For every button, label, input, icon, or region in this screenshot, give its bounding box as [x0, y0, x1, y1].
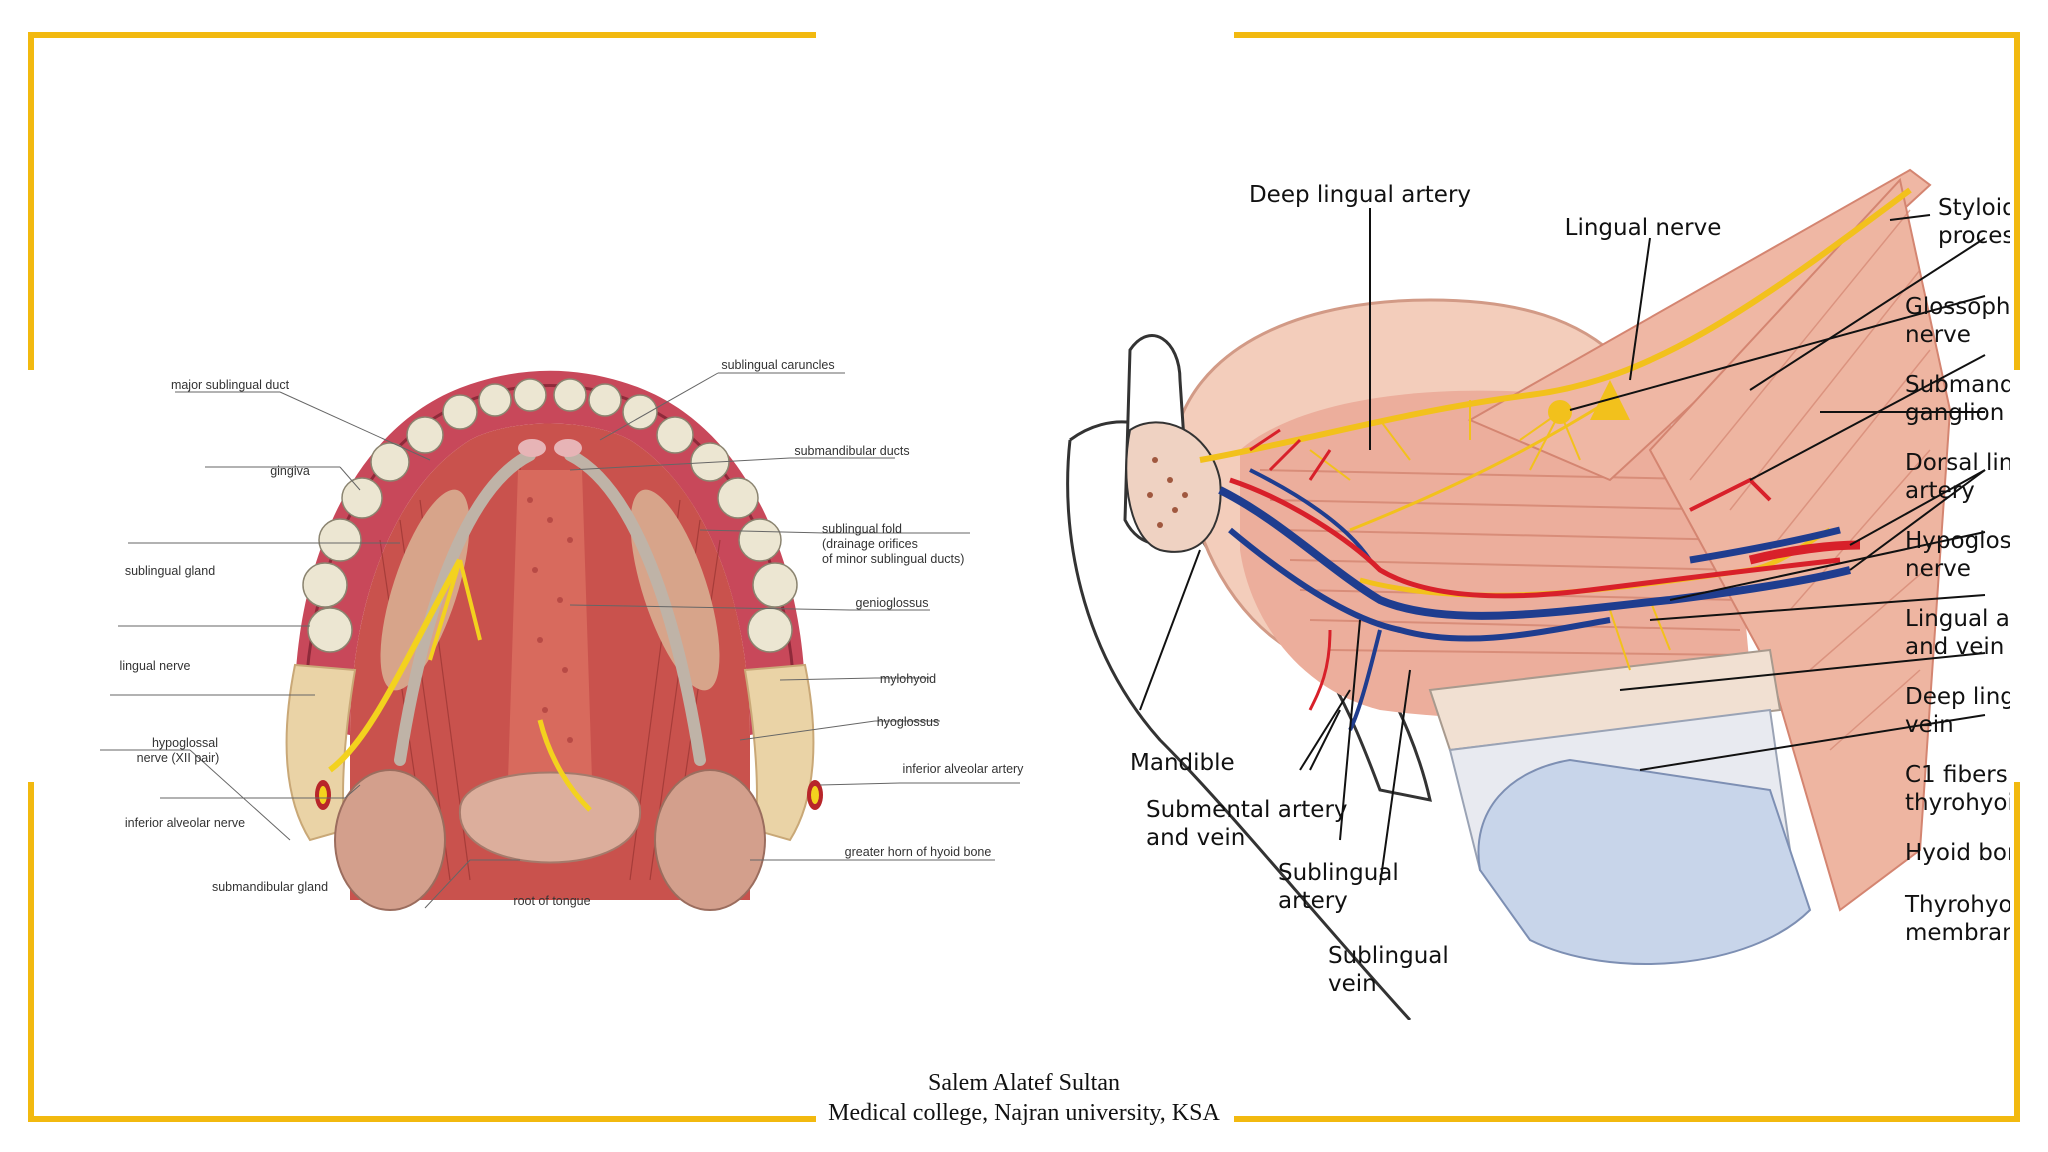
label-root-of-tongue: root of tongue: [513, 894, 590, 908]
label-hypoglossal-nerve-line2: nerve (XII pair): [137, 751, 220, 765]
label-submental-line2: and vein: [1146, 825, 1245, 851]
label-submental-line1: Submental artery: [1146, 797, 1348, 823]
label-lingual-artery-vein-line1: Lingual artery: [1905, 606, 2010, 632]
label-thyrohyoid-membrane-line2: membrane: [1905, 920, 2010, 946]
label-gingiva: gingiva: [270, 464, 310, 478]
author-caption: Salem Alatef Sultan Medical college, Naj…: [0, 1068, 2048, 1128]
label-hypoglossal-nerve-line1: hypoglossal: [152, 736, 218, 750]
label-submandibular-gland: submandibular gland: [212, 880, 328, 894]
label-genioglossus: genioglossus: [856, 596, 929, 610]
label-dorsal-lingual-artery-line1: Dorsal lingual: [1905, 450, 2010, 476]
label-sublingual-fold-line1: sublingual fold: [822, 522, 902, 536]
label-styloid-process-line1: Styloid: [1938, 195, 2010, 221]
floor-of-mouth-diagram: major sublingual duct gingiva sublingual…: [100, 358, 1025, 911]
label-glossopharyngeal-line2: nerve: [1905, 322, 1971, 348]
tongue-lateral-diagram: Deep lingual artery Lingual nerve Styloi…: [1066, 168, 2010, 1020]
label-submandibular-ducts: submandibular ducts: [794, 444, 909, 458]
label-inferior-alveolar-artery: inferior alveolar artery: [903, 762, 1025, 776]
label-greater-horn-of-hyoid-bone: greater horn of hyoid bone: [845, 845, 992, 859]
label-major-sublingual-duct: major sublingual duct: [171, 378, 290, 392]
label-inferior-alveolar-nerve: inferior alveolar nerve: [125, 816, 245, 830]
right-leader-lines: [1139, 208, 1986, 886]
label-dorsal-lingual-artery-line2: artery: [1905, 478, 1975, 504]
label-mandible: Mandible: [1130, 750, 1235, 776]
label-sublingual-vein-line1: Sublingual: [1328, 943, 1449, 969]
label-c1-fibers-line2: thyrohyoid: [1905, 790, 2010, 816]
frame-bottom-left: [28, 1116, 816, 1122]
label-sublingual-vein-line2: vein: [1328, 971, 1377, 997]
frame-right-top: [2014, 32, 2020, 370]
mandible-arch-illustration: [285, 370, 823, 911]
label-sublingual-gland: sublingual gland: [125, 564, 215, 578]
label-submandibular-ganglion-line1: Submandibula: [1905, 372, 2010, 398]
label-thyrohyoid-membrane-line1: Thyrohyoid: [1904, 892, 2010, 918]
frame-left-top: [28, 32, 34, 370]
label-glossopharyngeal-line1: Glossopharync: [1905, 294, 2010, 320]
label-deep-lingual-artery: Deep lingual artery: [1249, 182, 1471, 208]
frame-left-bottom: [28, 782, 34, 1122]
label-mylohyoid: mylohyoid: [880, 672, 936, 686]
frame-top-left: [28, 32, 816, 38]
frame-bottom-right: [1234, 1116, 2020, 1122]
tongue-lateral-illustration: [1066, 168, 1952, 1020]
label-deep-lingual-vein-line1: Deep lingual: [1905, 684, 2010, 710]
label-lingual-nerve: lingual nerve: [120, 659, 191, 673]
left-leader-lines: [100, 372, 1020, 909]
frame-right-bottom: [2014, 782, 2020, 1122]
label-sublingual-fold-line3: of minor sublingual ducts): [822, 552, 964, 566]
label-deep-lingual-vein-line2: vein: [1905, 712, 1954, 738]
label-lingual-nerve-right: Lingual nerve: [1565, 215, 1722, 241]
label-submandibular-ganglion-line2: ganglion: [1905, 400, 2004, 426]
label-hypoglossal-nerve-right-line2: nerve: [1905, 556, 1971, 582]
label-sublingual-caruncles: sublingual caruncles: [721, 358, 834, 372]
caption-affiliation: Medical college, Najran university, KSA: [828, 1100, 1220, 1126]
label-hypoglossal-nerve-right-line1: Hypoglossal: [1905, 528, 2010, 554]
label-c1-fibers-line1: C1 fibers to: [1905, 762, 2010, 788]
label-sublingual-fold-line2: (drainage orifices: [822, 537, 918, 551]
label-sublingual-artery-line1: Sublingual: [1278, 860, 1399, 886]
label-styloid-process-line2: process: [1938, 223, 2010, 249]
label-sublingual-artery-line2: artery: [1278, 888, 1348, 914]
frame-top-right: [1234, 32, 2020, 38]
label-hyoglossus: hyoglossus: [877, 715, 940, 729]
label-hyoid-bone: Hyoid bone: [1905, 840, 2010, 866]
caption-author: Salem Alatef Sultan: [928, 1070, 1120, 1096]
label-lingual-artery-vein-line2: and vein: [1905, 634, 2004, 660]
